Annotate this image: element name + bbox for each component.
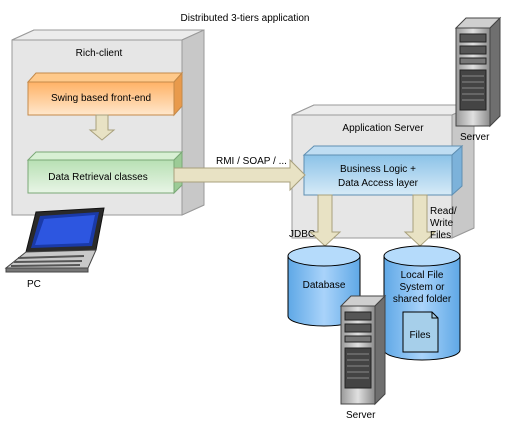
server-top-label: Server [460,132,490,143]
read-write-label-2: Write [430,218,454,229]
filesystem-label-1: Local File [401,270,444,281]
filesystem-label-3: shared folder [393,294,452,305]
business-logic-label-2: Data Access layer [338,178,419,189]
jdbc-arrow [308,194,342,247]
read-write-arrow [403,194,437,247]
frontend-to-retrieval-arrow [88,114,116,141]
read-write-label-1: Read/ [430,206,457,217]
server-tower-icon [339,294,387,406]
data-retrieval-label: Data Retrieval classes [48,172,147,183]
swing-frontend-box: Swing based front-end [26,71,184,117]
data-retrieval-box: Data Retrieval classes [26,150,184,195]
document-icon: Files [402,311,439,353]
jdbc-label: JDBC [289,229,315,240]
server-tower-icon [454,16,502,128]
read-write-label-3: Files [430,230,451,241]
laptop-icon [4,207,105,273]
rmi-arrow [173,158,306,192]
rmi-label: RMI / SOAP / ... [216,156,287,167]
server-bottom-label: Server [346,410,376,421]
diagram-title: Distributed 3-tiers application [181,13,310,24]
business-logic-label-1: Business Logic + [340,164,416,175]
filesystem-label-2: System or [399,282,445,293]
files-label: Files [409,330,430,341]
app-server-label: Application Server [342,123,424,134]
database-label: Database [303,280,346,291]
swing-frontend-label: Swing based front-end [51,93,151,104]
rich-client-label: Rich-client [76,48,123,59]
pc-label: PC [27,279,41,290]
filesystem-cylinder: Local File System or shared folder Files [383,245,461,361]
business-logic-box: Business Logic + Data Access layer [302,144,464,197]
